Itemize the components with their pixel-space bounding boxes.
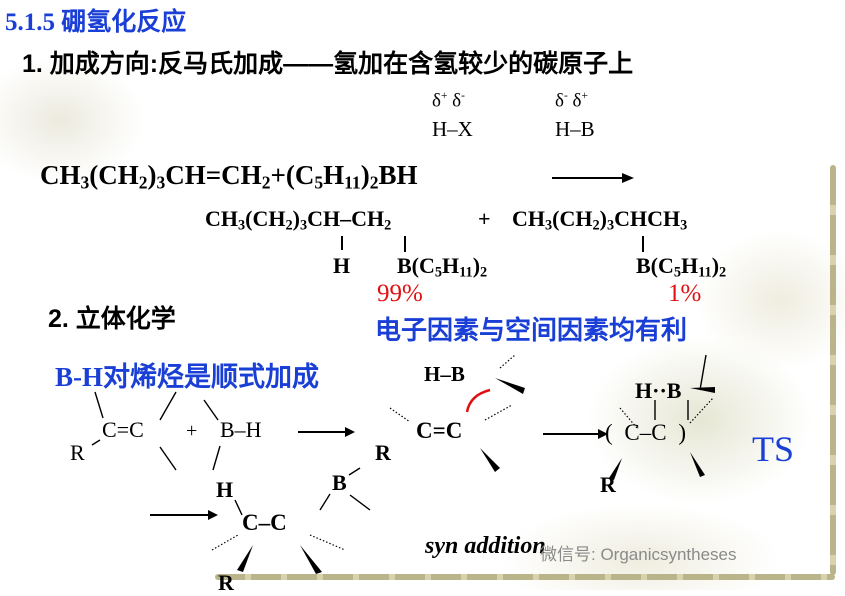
hb-charges: δ- δ+ xyxy=(555,90,588,112)
borane-bh: B–H xyxy=(220,417,262,442)
ts-label: TS xyxy=(752,429,795,469)
product-1: CH3(CH2)3CH–CH2 xyxy=(205,206,392,234)
approach-cc: C=C xyxy=(416,418,463,443)
point-2-heading: 2. 立体化学 xyxy=(48,305,176,333)
approach-hb: H–B xyxy=(424,362,465,386)
point-1-heading: 1. 加成方向:反马氏加成——氢加在含氢较少的碳原子上 xyxy=(22,50,634,78)
product-2: CH3(CH2)3CHCH3 xyxy=(512,206,688,234)
mech-plus: + xyxy=(186,420,198,442)
product-plus: + xyxy=(478,206,491,231)
reactant-alkene: CH3(CH2)3CH=CH2 xyxy=(40,160,271,193)
watermark: 微信号: Organicsyntheses xyxy=(540,545,737,564)
product-1-h: H xyxy=(333,253,351,278)
arrowhead xyxy=(622,173,634,183)
approach-r: R xyxy=(375,440,391,465)
alkene-cc: C=C xyxy=(102,417,144,442)
hx-bond: H–X xyxy=(432,117,473,141)
alkene-r: R xyxy=(70,440,85,465)
hb-bond: H–B xyxy=(555,117,595,141)
syn-addition-text: syn addition xyxy=(425,533,546,559)
product-b: B xyxy=(332,470,347,495)
product-cc: C–C xyxy=(242,510,287,535)
product-h: H xyxy=(216,477,234,502)
yield-product-1: 99% xyxy=(377,280,423,307)
decorative-frame-bottom xyxy=(215,574,835,580)
decorative-frame-right xyxy=(830,165,836,575)
alkene-bonds xyxy=(91,391,221,471)
reactant-borane: (C5H11)2BH xyxy=(285,160,418,193)
ts-cc: ( C–C ) xyxy=(605,420,686,445)
reaction-equation: CH3(CH2)3CH=CH2+(C5H11)2BH xyxy=(40,160,417,193)
factors-note: 电子因素与空间因素均有利 xyxy=(375,315,688,345)
product-2-boryl: B(C5H11)2 xyxy=(636,253,727,281)
product-1-boryl: B(C5H11)2 xyxy=(397,253,488,281)
wedge-bond xyxy=(495,378,525,394)
hx-charges: δ+ δ- xyxy=(432,90,465,112)
product-r: R xyxy=(218,570,234,595)
syn-addition-note: B-H对烯烃是顺式加成 xyxy=(55,362,320,392)
syn-addition-label: syn addition xyxy=(425,533,546,560)
electron-arrow xyxy=(465,388,491,413)
section-title: 5.1.5 硼氢化反应 xyxy=(5,9,187,36)
ts-hb: H··B xyxy=(635,378,682,403)
plus-sign: + xyxy=(270,160,286,190)
product-bonds xyxy=(234,354,707,516)
yield-product-2: 1% xyxy=(668,280,702,307)
